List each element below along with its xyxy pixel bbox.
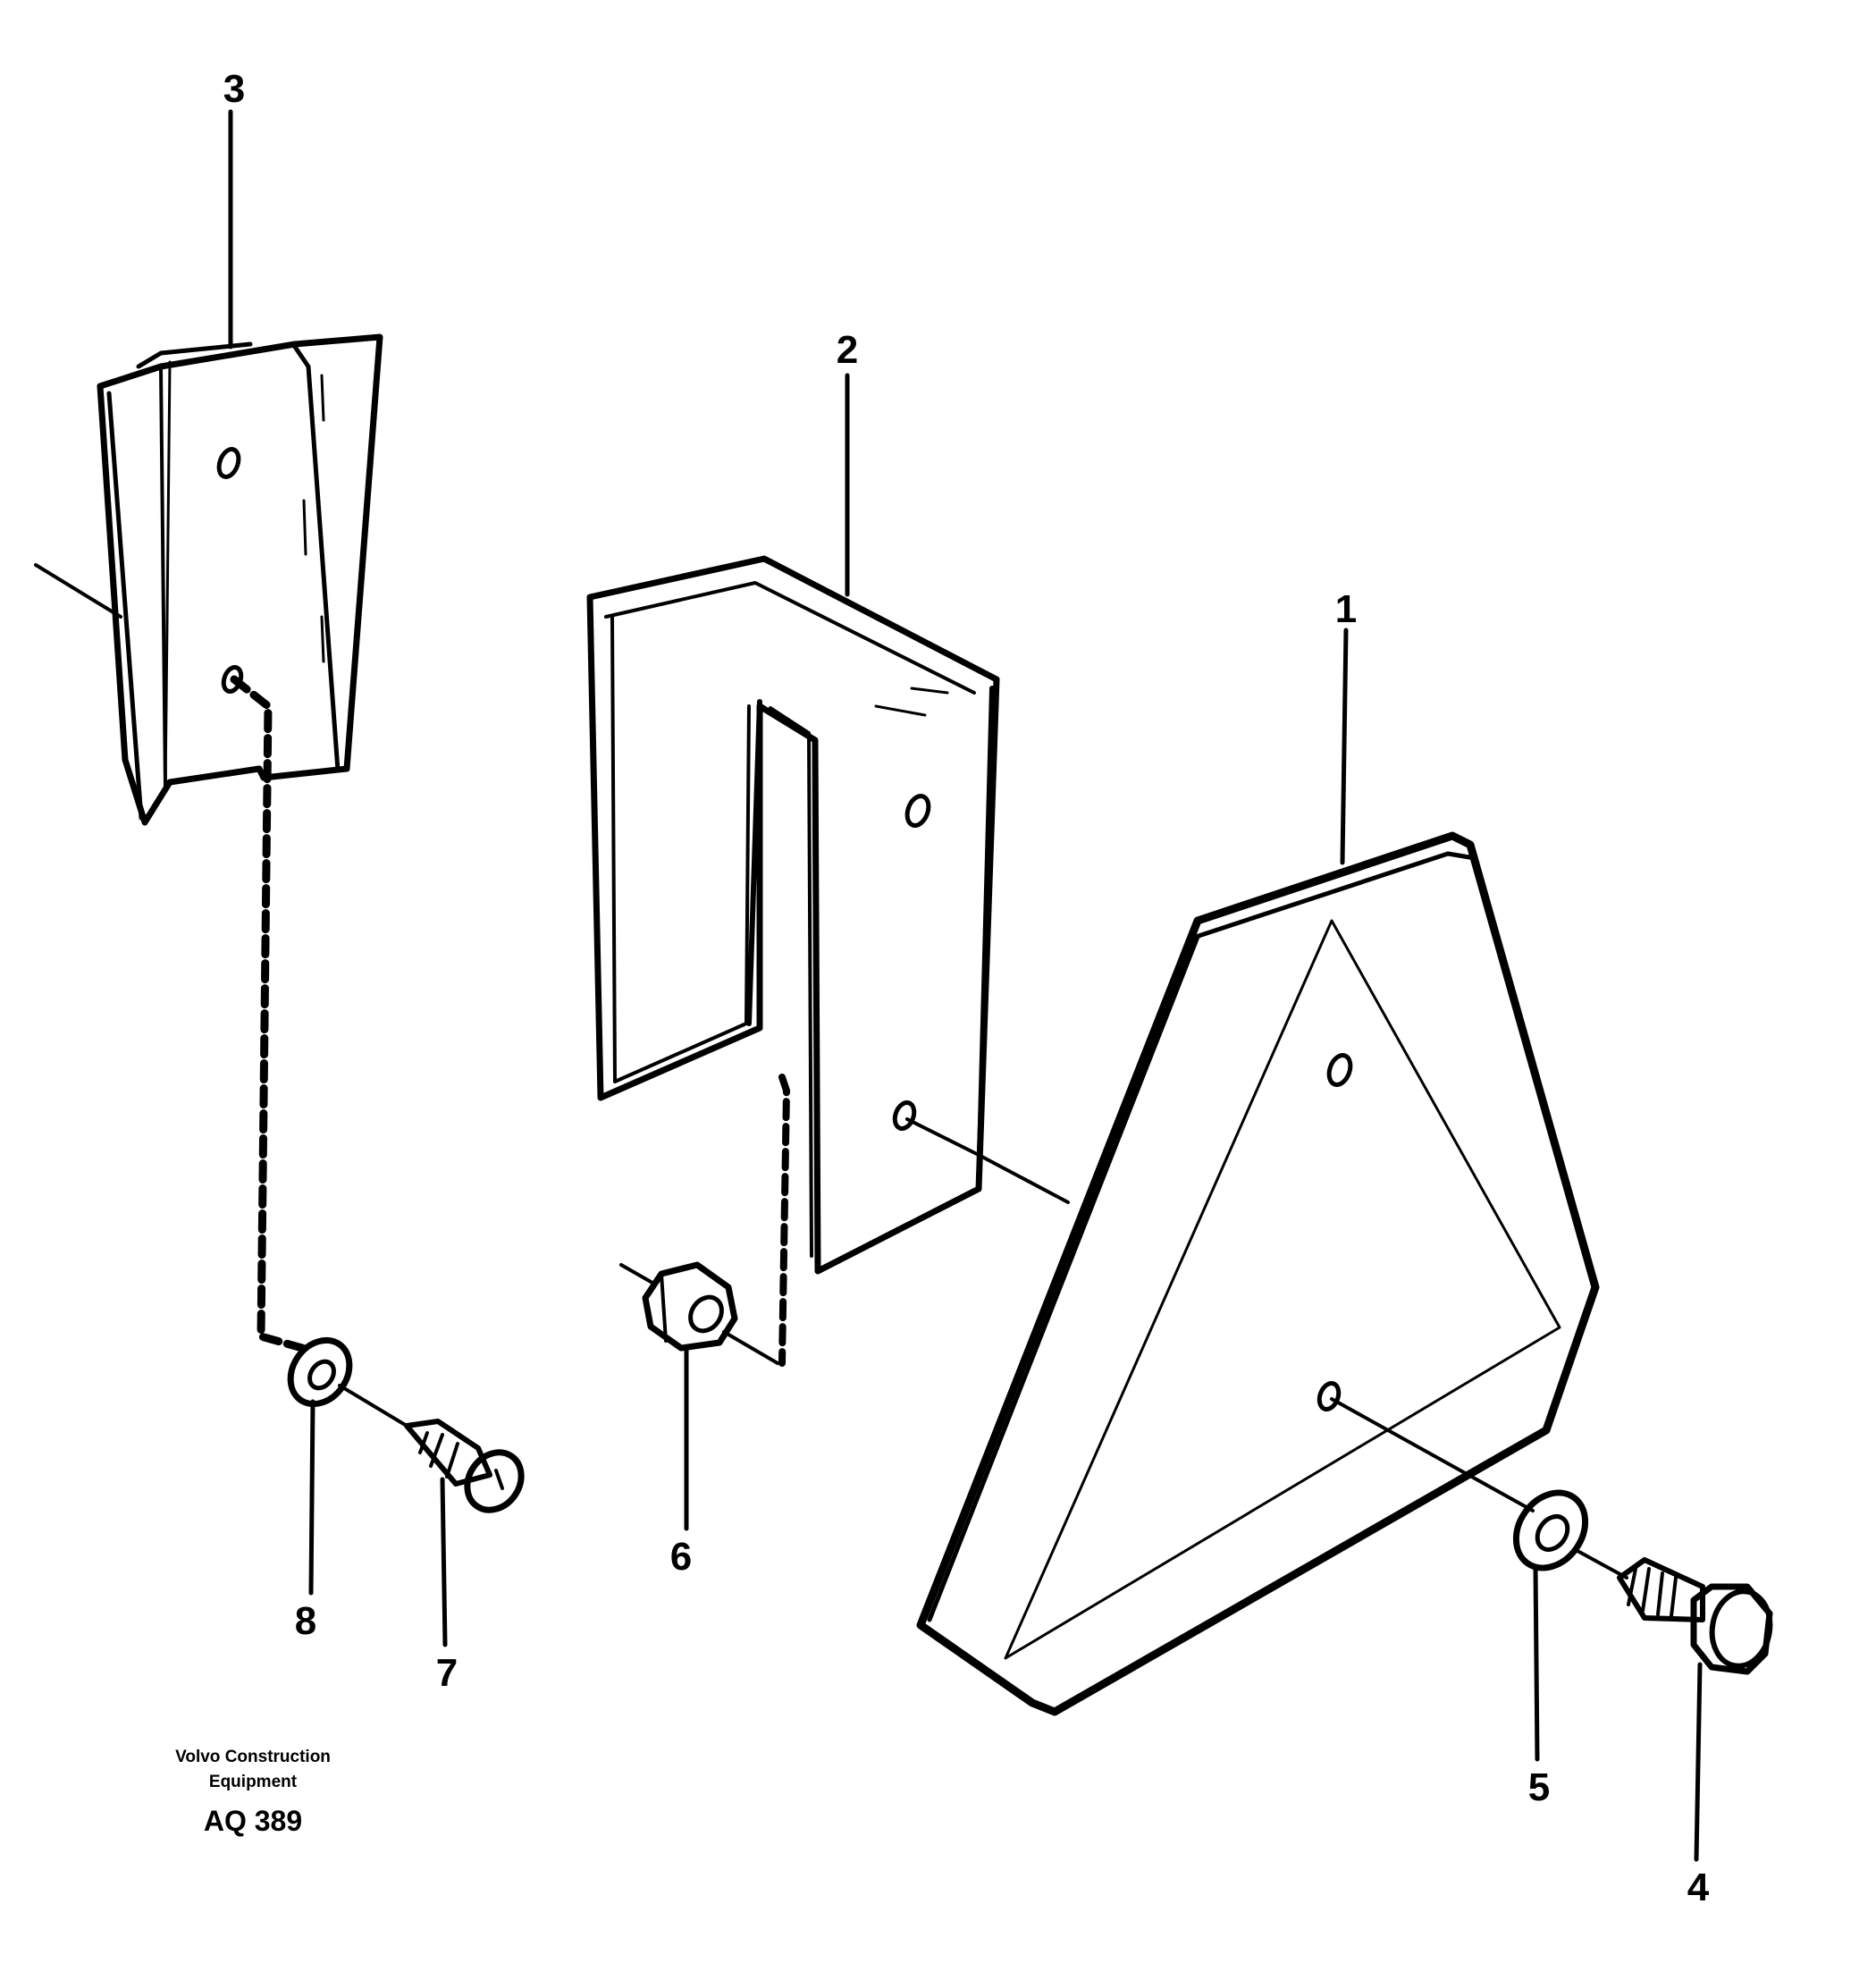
leader-lines xyxy=(228,109,1703,1862)
part-5-washer xyxy=(1512,1489,1628,1580)
part-3-rail xyxy=(34,333,383,1354)
drawing-code: AQ 389 xyxy=(203,1805,303,1837)
callout-4: 4 xyxy=(1687,1866,1710,1909)
part-2-bracket xyxy=(586,555,1070,1367)
callout-8: 8 xyxy=(294,1599,317,1643)
part-6-nut xyxy=(619,1261,779,1365)
part-1-reflector xyxy=(916,831,1600,1716)
callout-2: 2 xyxy=(836,328,859,372)
publisher-name-line2: Equipment xyxy=(208,1773,298,1791)
callout-7: 7 xyxy=(435,1651,458,1695)
callout-5: 5 xyxy=(1527,1765,1551,1809)
callout-3: 3 xyxy=(223,67,246,111)
part-4-bolt xyxy=(1617,1557,1773,1675)
callout-1: 1 xyxy=(1334,587,1358,631)
callout-6: 6 xyxy=(669,1535,693,1579)
part-8-washer xyxy=(287,1336,408,1428)
part-7-screw xyxy=(404,1419,525,1513)
publisher-label: Volvo Construction Equipment AQ 389 xyxy=(175,1748,331,1838)
publisher-name-line1: Volvo Construction xyxy=(175,1748,331,1766)
